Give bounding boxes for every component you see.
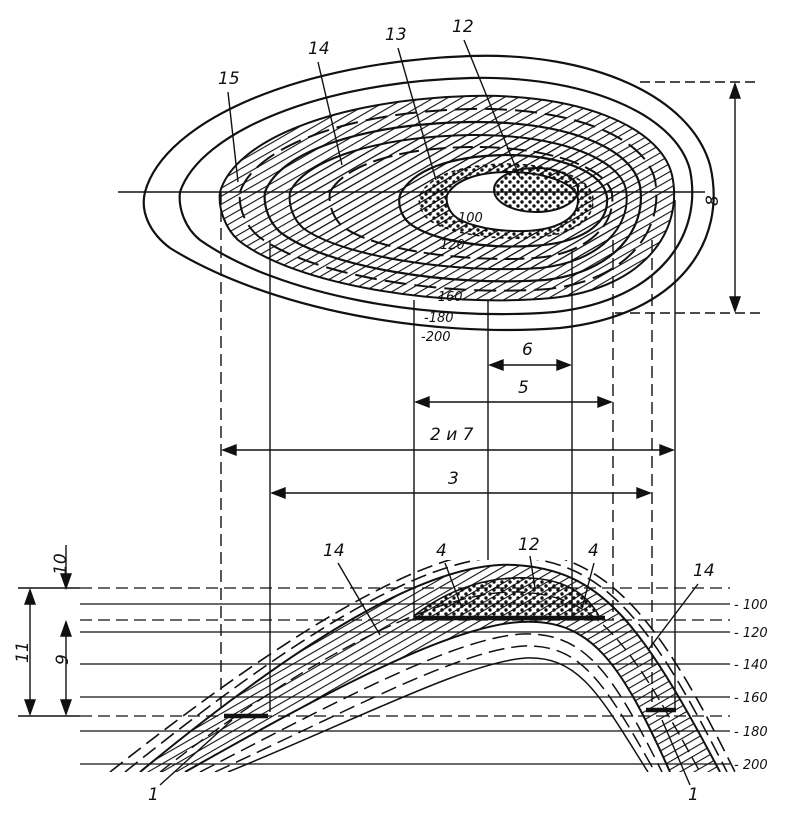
- projection-lines: [220, 192, 676, 712]
- depth-label-140: - 140: [734, 658, 768, 673]
- plan-label-13: 13: [385, 25, 407, 45]
- section-label-1-left: 1: [148, 785, 159, 805]
- contour-label-180: -180: [424, 311, 454, 326]
- contour-label-100: 100: [458, 211, 483, 226]
- section-label-12: 12: [518, 535, 540, 555]
- section-label-1-right: 1: [688, 785, 699, 805]
- plan-labels: 15 14 13 12 100 120 -160 -180 -200: [218, 17, 521, 345]
- contour-label-200: -200: [421, 330, 451, 345]
- plan-label-12: 12: [452, 17, 474, 37]
- plan-second-contour: [178, 76, 694, 316]
- section-label-4-right: 4: [588, 541, 599, 561]
- depth-label-100: - 100: [734, 598, 768, 613]
- section-label-14-left: 14: [323, 541, 345, 561]
- depth-label-120: - 120: [734, 626, 768, 641]
- dim-label-6: 6: [522, 340, 533, 360]
- dim-label-10: 10: [51, 553, 71, 575]
- section-label-4-left: 4: [436, 541, 447, 561]
- depth-labels: - 100 - 120 - 140 - 160 - 180 - 200: [734, 598, 768, 773]
- anticline: [109, 560, 736, 772]
- dimension-arrows: [221, 358, 675, 500]
- dim-label-5: 5: [518, 378, 529, 398]
- plan-inner-dashed-1: [238, 107, 658, 292]
- plan-label-15: 15: [218, 69, 240, 89]
- depth-label-200: - 200: [734, 758, 768, 773]
- dim-label-8: 8: [703, 195, 723, 206]
- plan-outer-contour: [142, 54, 715, 332]
- dim-label-9: 9: [53, 654, 73, 665]
- plan-core-12: [493, 167, 579, 213]
- depth-label-160: - 160: [734, 691, 768, 706]
- contour-label-120: 120: [440, 238, 465, 253]
- section-labels: 14 14 12 4 4 1 1: [148, 535, 715, 805]
- anticline-hatched-zone: [140, 564, 720, 772]
- contour-label-160: -160: [433, 290, 463, 305]
- plan-zone-13: [398, 153, 609, 248]
- dimension-8: [615, 81, 760, 314]
- plan-view: [118, 54, 715, 332]
- dim-label-11: 11: [13, 641, 33, 663]
- plan-inner-solid-1: [263, 120, 643, 283]
- vertical-dimensions: [18, 545, 80, 717]
- plan-label-14: 14: [308, 39, 330, 59]
- dim-label-3: 3: [448, 469, 459, 489]
- depth-label-180: - 180: [734, 725, 768, 740]
- plan-inner-dashed-2: [328, 145, 614, 260]
- section-label-14-right: 14: [693, 561, 715, 581]
- dim-label-2-and-7: 2 и 7: [430, 425, 474, 445]
